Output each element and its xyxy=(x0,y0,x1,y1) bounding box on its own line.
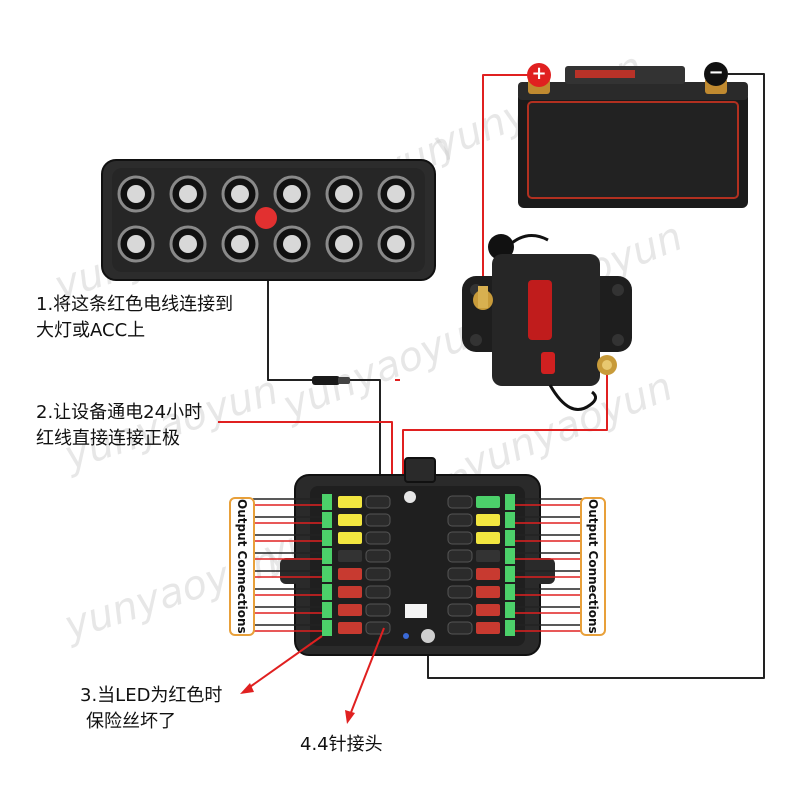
fuse xyxy=(476,622,500,634)
black-wire-battery-negative xyxy=(427,73,765,679)
fuse-holder xyxy=(365,495,391,509)
terminal-block xyxy=(322,602,332,618)
fuse xyxy=(476,604,500,616)
step1-line2: 大灯或ACC上 xyxy=(36,320,146,341)
step2-line1: 2.让设备通电24小时 xyxy=(36,402,203,423)
terminal-block xyxy=(322,620,332,636)
terminal-block xyxy=(505,530,515,546)
switch-button-led xyxy=(127,235,145,253)
fuse-box xyxy=(280,457,555,656)
terminal-block xyxy=(322,530,332,546)
red-wire-breaker-to-box xyxy=(402,370,608,500)
fuse-holder xyxy=(365,603,391,617)
fuse xyxy=(338,532,362,544)
fuse xyxy=(338,568,362,580)
fuse xyxy=(338,586,362,598)
fuse-holder xyxy=(365,567,391,581)
fuse xyxy=(338,550,362,562)
switch-button-led xyxy=(335,235,353,253)
output-wires xyxy=(253,498,582,632)
fuse-holder xyxy=(447,621,473,635)
fuse-holder xyxy=(365,513,391,527)
fuse-holder xyxy=(447,549,473,563)
step1-annotation: 1.将这条红色电线连接到 大灯或ACC上 xyxy=(36,292,233,344)
terminal-block xyxy=(505,566,515,582)
battery-negative-symbol: − xyxy=(708,62,724,83)
terminal-block xyxy=(322,566,332,582)
terminal-block xyxy=(322,512,332,528)
arrow-step3-head xyxy=(240,683,254,694)
switch-button-led xyxy=(283,185,301,203)
fuse-holder xyxy=(447,585,473,599)
terminal-block xyxy=(322,548,332,564)
switch-button-led xyxy=(179,235,197,253)
pin-header xyxy=(405,604,427,618)
step2-annotation: 2.让设备通电24小时 红线直接连接正极 xyxy=(36,400,202,452)
switch-button-led xyxy=(387,235,405,253)
arrow-step4 xyxy=(349,627,385,716)
output-connections-left-label: Output Connections xyxy=(229,497,255,636)
battery-positive-symbol: + xyxy=(531,63,547,84)
fuse-holder xyxy=(447,567,473,581)
step1-line1: 1.将这条红色电线连接到 xyxy=(36,294,234,315)
terminal-block xyxy=(322,584,332,600)
fuse-holder xyxy=(365,549,391,563)
fuse-holder xyxy=(447,495,473,509)
red-wire-battery-positive xyxy=(482,74,528,290)
positive-stud xyxy=(404,491,416,503)
step3-line2: 保险丝坏了 xyxy=(86,711,176,732)
fuse xyxy=(476,586,500,598)
arrow-step4-head xyxy=(345,710,355,724)
switch-button-led xyxy=(231,235,249,253)
switch-panel xyxy=(101,159,436,281)
circuit-breaker xyxy=(462,234,632,411)
terminal-block xyxy=(505,602,515,618)
step3-annotation: 3.当LED为红色时 保险丝坏了 xyxy=(80,683,222,735)
fuse xyxy=(338,496,362,508)
fuse-holder xyxy=(365,621,391,635)
switch-button-led xyxy=(231,185,249,203)
output-connections-left-text: Output Connections xyxy=(235,499,249,634)
terminal-block xyxy=(505,584,515,600)
fuse-holder xyxy=(365,531,391,545)
fuse xyxy=(338,604,362,616)
fuse xyxy=(338,622,362,634)
switch-button-led xyxy=(335,185,353,203)
switch-button-led xyxy=(127,185,145,203)
terminal-block xyxy=(322,494,332,510)
terminal-block xyxy=(505,512,515,528)
switch-button-led xyxy=(283,235,301,253)
fuse xyxy=(476,568,500,580)
fuse xyxy=(338,514,362,526)
battery-negative-terminal xyxy=(704,62,728,86)
step4-annotation: 4.4针接头 xyxy=(300,734,383,755)
fuse-holder xyxy=(365,585,391,599)
panel-center-led xyxy=(255,207,277,229)
output-connections-right-text: Output Connections xyxy=(586,499,600,634)
ground-stud xyxy=(421,629,435,643)
fuse xyxy=(476,550,500,562)
wire-connector xyxy=(312,376,350,385)
switch-button-led xyxy=(179,185,197,203)
fuse-holder xyxy=(447,531,473,545)
fuse-holder xyxy=(447,603,473,617)
arrow-step3 xyxy=(246,635,323,690)
terminal-block xyxy=(505,494,515,510)
battery-positive-terminal xyxy=(527,63,551,87)
switch-button-led xyxy=(387,185,405,203)
output-connections-right-label: Output Connections xyxy=(580,497,606,636)
annotation-arrows xyxy=(240,627,385,724)
fuse xyxy=(476,532,500,544)
terminal-block xyxy=(505,548,515,564)
battery xyxy=(518,66,748,208)
fuse xyxy=(476,496,500,508)
fuse-holder xyxy=(447,513,473,527)
step2-line2: 红线直接连接正极 xyxy=(36,428,180,449)
terminal-block xyxy=(505,620,515,636)
fuse xyxy=(476,514,500,526)
step3-line1: 3.当LED为红色时 xyxy=(80,685,223,706)
